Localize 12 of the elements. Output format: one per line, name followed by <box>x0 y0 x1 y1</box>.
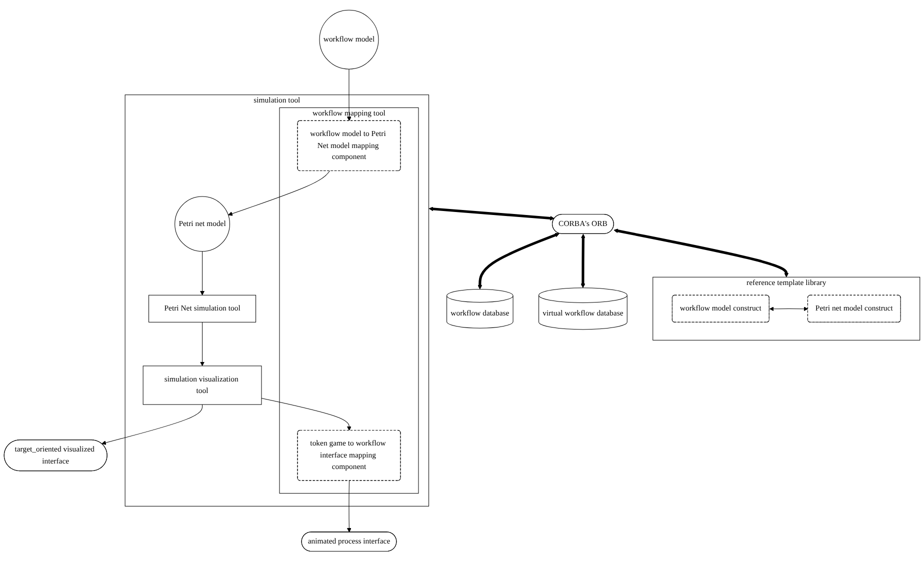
arrow <box>346 480 352 533</box>
arrow <box>228 171 330 216</box>
arrow <box>102 404 203 446</box>
arrow <box>478 233 560 290</box>
arrow <box>200 322 205 366</box>
arrow <box>580 234 586 288</box>
arrow <box>346 69 352 122</box>
arrow <box>614 228 789 278</box>
arrow <box>428 206 555 221</box>
arrow <box>200 251 205 296</box>
arrow <box>261 398 352 432</box>
arrow <box>769 306 808 312</box>
